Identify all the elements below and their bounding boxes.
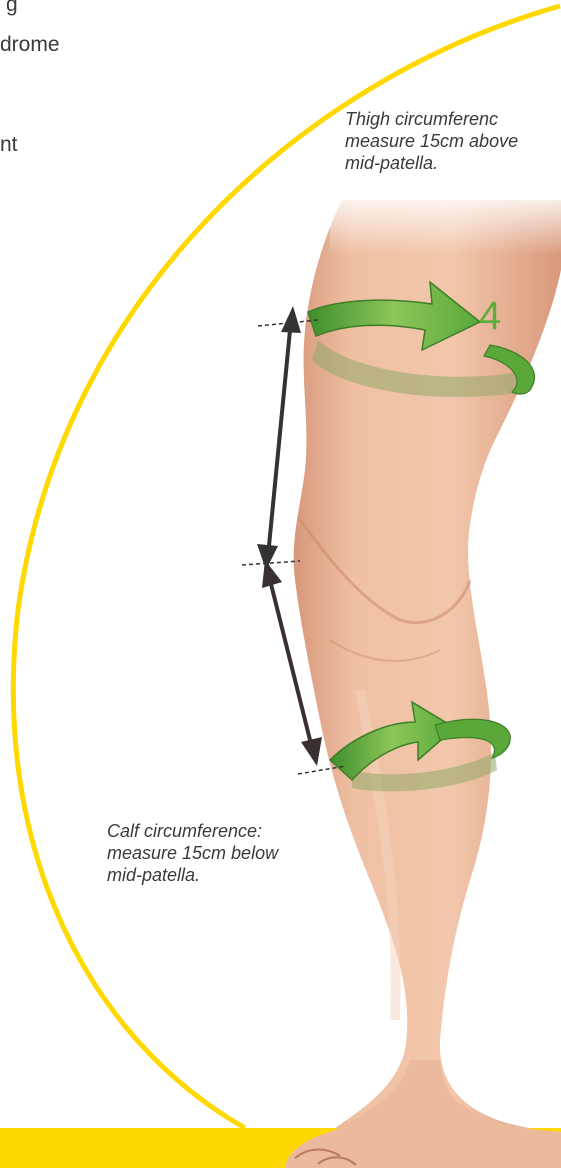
thigh-caption-line2: mid-patella. [345, 152, 518, 174]
body-text-fragment-2: drome [0, 34, 60, 55]
calf-caption-line1: measure 15cm below [107, 842, 278, 864]
calf-caption-line2: mid-patella. [107, 864, 278, 886]
step-number: 4 [479, 296, 501, 336]
body-text-fragment-1: g [6, 0, 18, 15]
thigh-caption: Thigh circumferenc measure 15cm above mi… [345, 108, 518, 174]
calf-caption-title: Calf circumference: [107, 820, 278, 842]
yellow-arc [13, 6, 560, 1128]
bottom-yellow-bar [0, 1128, 561, 1168]
thigh-caption-title: Thigh circumferenc [345, 108, 518, 130]
body-text-fragment-3: nt [0, 134, 18, 155]
thigh-caption-line1: measure 15cm above [345, 130, 518, 152]
calf-caption: Calf circumference: measure 15cm below m… [107, 820, 278, 886]
